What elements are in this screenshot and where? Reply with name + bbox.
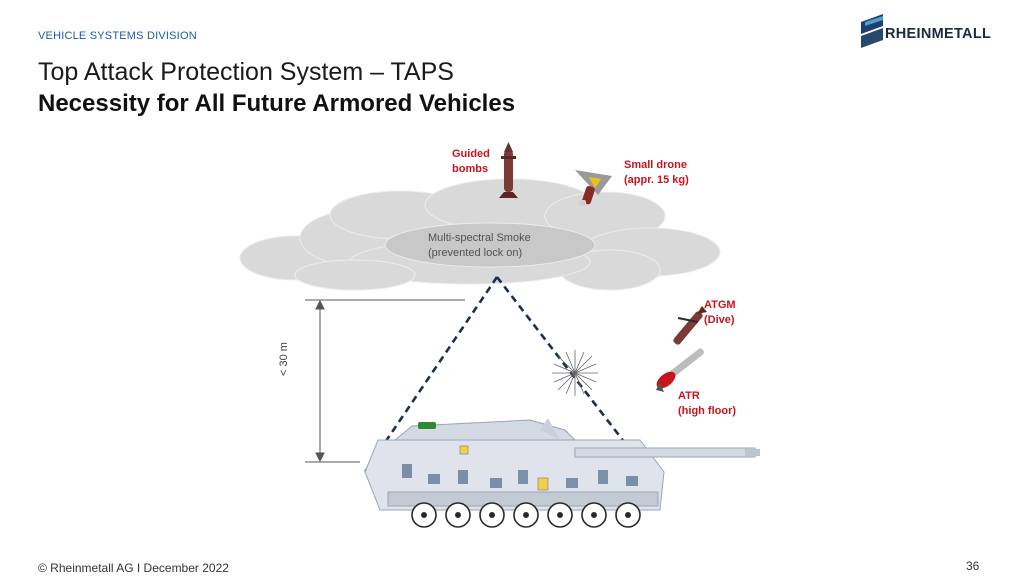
- threat-label-atr: ATR (high floor): [678, 390, 737, 417]
- small-drone-icon: [575, 170, 612, 206]
- page-title: Top Attack Protection System – TAPS: [38, 58, 454, 86]
- threat-label-atgm: ATGM (Dive): [704, 299, 736, 326]
- smoke-cloud-icon: [239, 178, 721, 291]
- guided-bomb-icon: [499, 142, 518, 198]
- smoke-label: Multi-spectral Smoke (prevented lock on): [428, 232, 531, 259]
- division-label: VEHICLE SYSTEMS DIVISION: [38, 30, 197, 42]
- height-indicator: [305, 299, 465, 463]
- interception-burst-icon: [552, 350, 598, 396]
- atr-icon: [656, 348, 704, 392]
- atgm-icon: [673, 306, 707, 345]
- threat-label-small-drone: Small drone (appr. 15 kg): [624, 159, 689, 186]
- logo-text: RHEINMETALL: [885, 26, 992, 42]
- rheinmetall-logo-icon: [861, 14, 883, 48]
- page-number: 36: [966, 559, 980, 573]
- height-label: < 30 m: [278, 342, 290, 376]
- threat-label-guided-bombs: Guided bombs: [452, 148, 490, 175]
- footer-copyright: © Rheinmetall AG I December 2022: [38, 561, 229, 575]
- page-subtitle: Necessity for All Future Armored Vehicle…: [38, 90, 516, 117]
- tank-icon: [364, 418, 760, 528]
